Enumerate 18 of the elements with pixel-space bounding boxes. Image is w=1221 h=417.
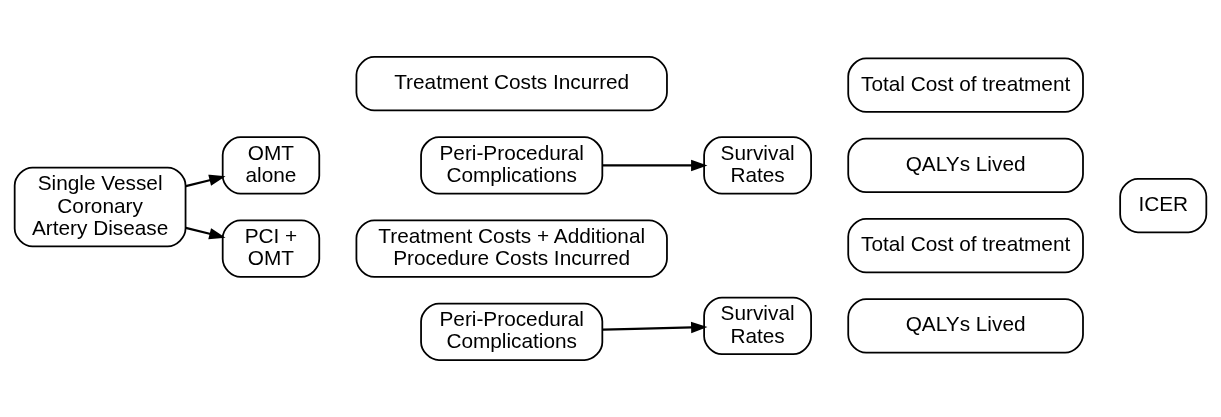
node-box: Survival Rates — [703, 296, 812, 355]
node-box: Survival Rates — [703, 136, 812, 195]
arrow — [602, 321, 708, 334]
node-box: Single Vessel Coronary Artery Disease — [13, 166, 187, 248]
node-box: Total Cost of treatment — [847, 218, 1084, 274]
node-box: Treatment Costs Incurred — [355, 56, 668, 112]
node-box: PCI + OMT — [221, 219, 321, 278]
node-box: Peri-Procedural Complications — [420, 136, 604, 195]
node-box: ICER — [1119, 177, 1208, 234]
node-box: Treatment Costs + Additional Procedure Costs Incurred — [355, 219, 668, 278]
arrow — [185, 226, 226, 240]
node-box: QALYs Lived — [847, 137, 1084, 194]
arrow — [602, 159, 708, 172]
node-box: Total Cost of treatment — [847, 57, 1084, 113]
node-box: OMT alone — [221, 136, 321, 195]
node-box: QALYs Lived — [847, 298, 1084, 354]
arrow — [185, 174, 226, 188]
node-box: Peri-Procedural Complications — [420, 302, 604, 361]
